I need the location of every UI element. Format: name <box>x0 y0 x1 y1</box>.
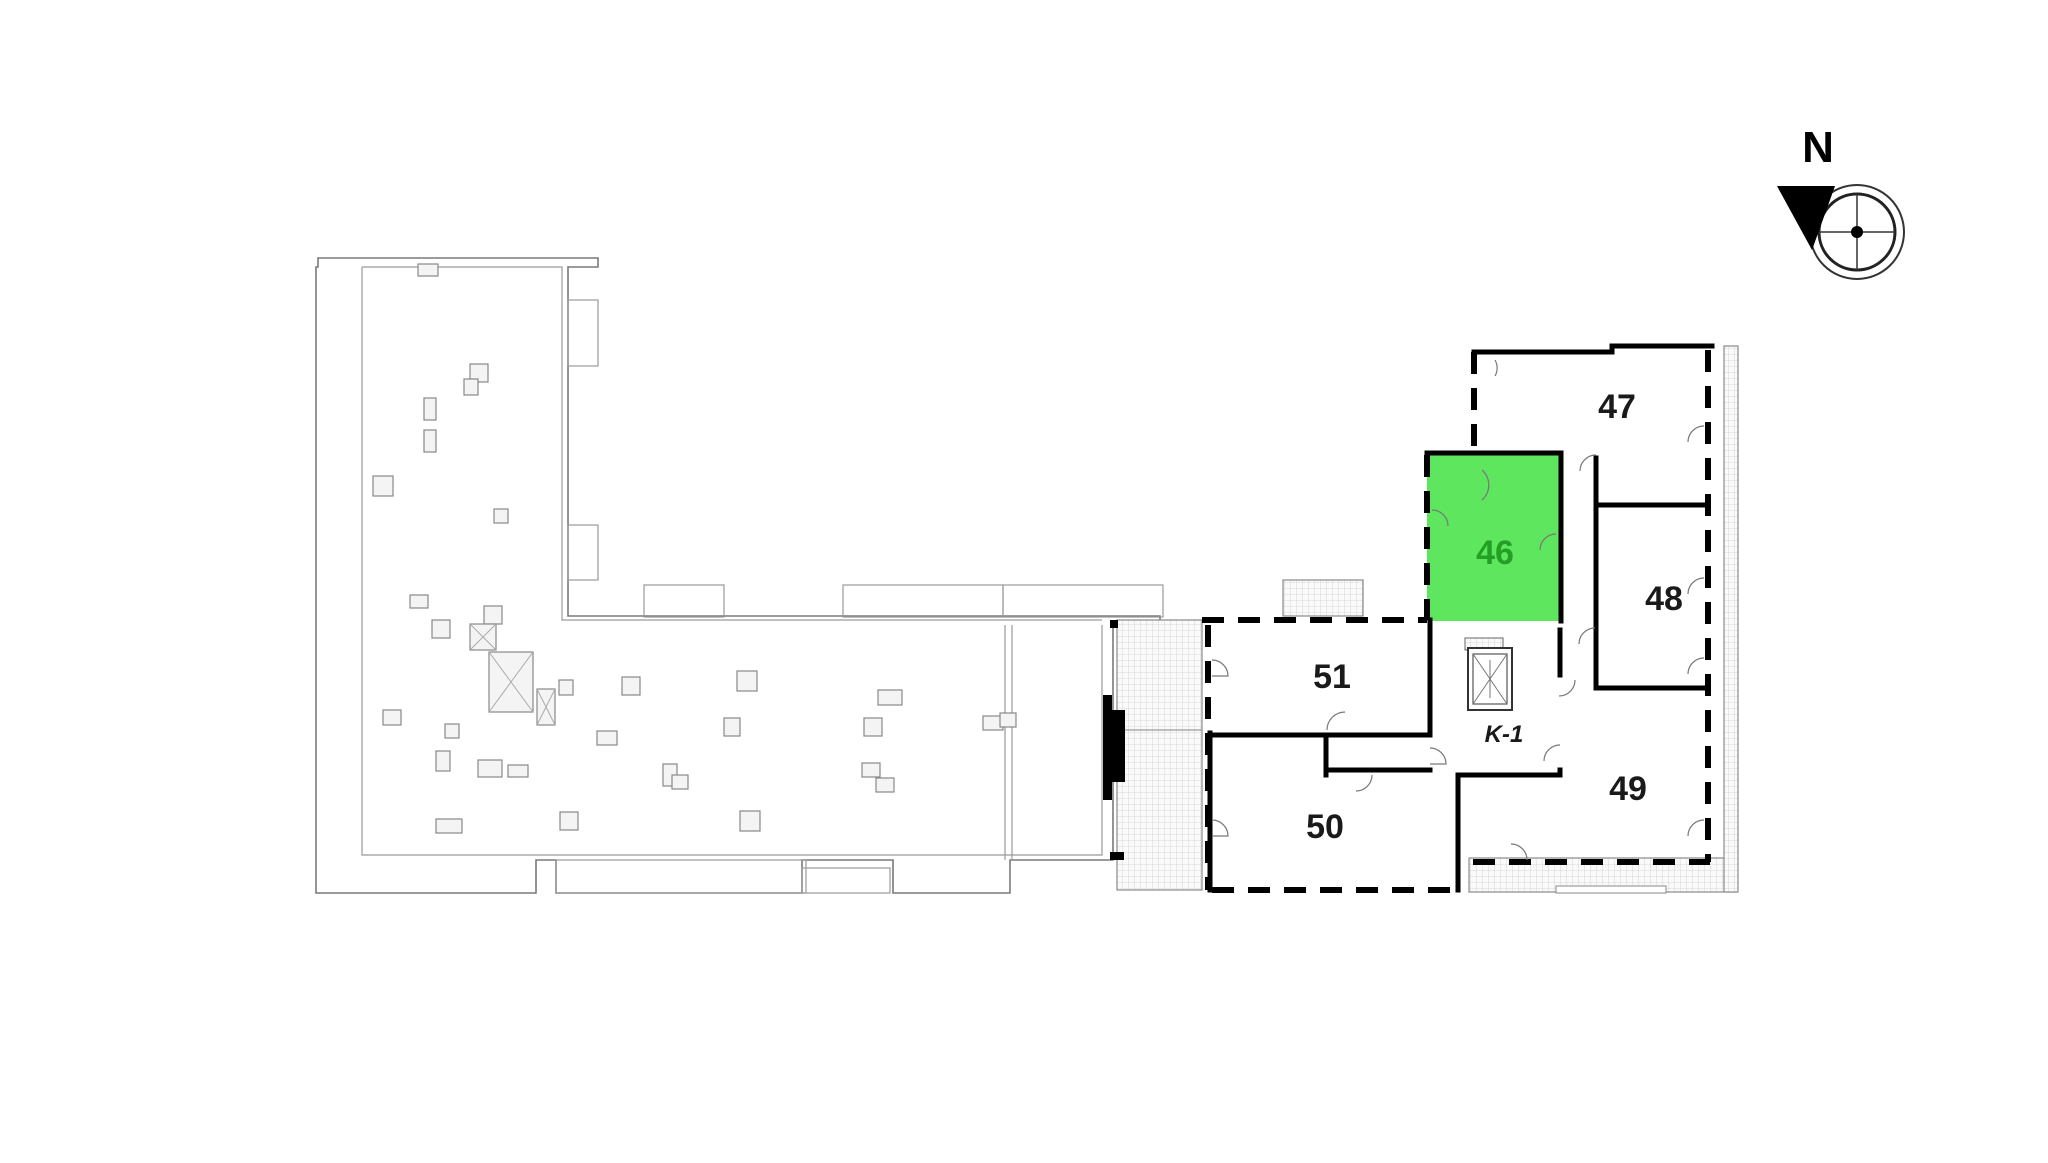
room-46[interactable] <box>1427 453 1561 621</box>
north-label: N <box>1802 123 1834 172</box>
room-hit-areas[interactable] <box>1210 350 1708 890</box>
room-50[interactable] <box>1210 735 1458 890</box>
stair-label: K-1 <box>1485 721 1524 748</box>
room-47[interactable] <box>1474 350 1708 453</box>
terraces <box>1116 345 1739 894</box>
room-label-47: 47 <box>1598 388 1636 426</box>
doors <box>1211 359 1705 861</box>
chimney <box>1103 695 1125 800</box>
room-49[interactable] <box>1458 688 1708 862</box>
room-label-46: 46 <box>1476 534 1514 572</box>
room-48[interactable] <box>1596 505 1708 688</box>
room-label-49: 49 <box>1609 770 1647 808</box>
roof-wing <box>315 257 1164 894</box>
room-51[interactable] <box>1210 620 1430 735</box>
room-46-highlight <box>1427 453 1561 621</box>
staircase-k1 <box>1464 637 1513 711</box>
room-label-51: 51 <box>1313 658 1351 696</box>
north-compass-icon: N <box>1777 123 1905 280</box>
room-labels: 46 47 48 49 50 51 K-1 <box>1306 388 1683 846</box>
roof-vents <box>372 263 1017 834</box>
room-label-50: 50 <box>1306 808 1344 846</box>
room-label-48: 48 <box>1645 580 1683 618</box>
apartment-walls <box>1202 343 1715 893</box>
